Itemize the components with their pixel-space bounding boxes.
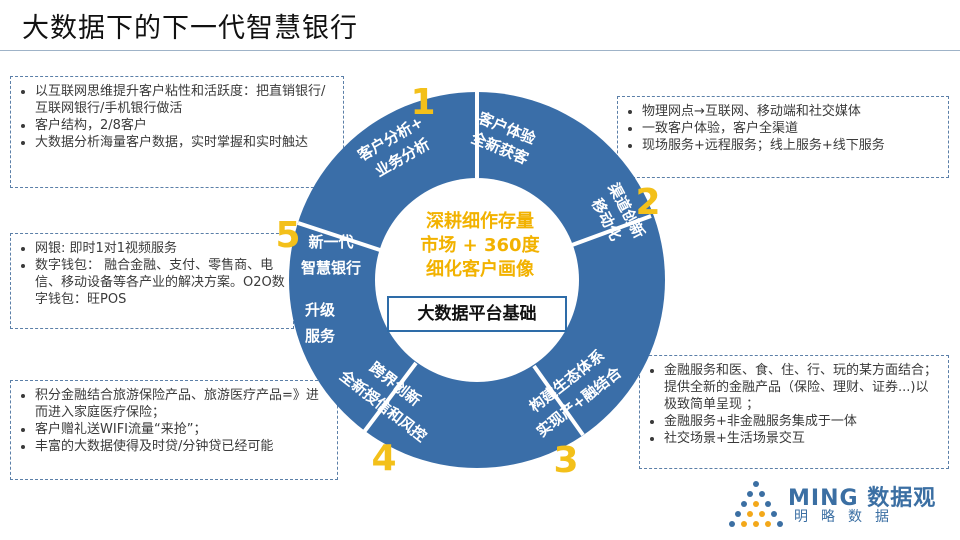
list-item: 数字钱包： 融合金融、支付、零售商、电信、移动设备等各产业的解决方案。O2O数字… [35, 257, 285, 308]
list-item: 一致客户体验，客户全渠道 [642, 120, 940, 137]
page-title: 大数据下的下一代智慧银行 [22, 13, 358, 44]
list-item: 以互联网思维提升客户粘性和活跃度：把直销银行/互联网银行/手机银行做活 [35, 83, 335, 117]
list-item: 客户结构，2/8客户 [35, 117, 335, 134]
box-top-left: 以互联网思维提升客户粘性和活跃度：把直销银行/互联网银行/手机银行做活 客户结构… [10, 76, 344, 188]
list-item: 网银: 即时1对1视频服务 [35, 240, 285, 257]
logo-text-bottom: 明略数据 [794, 509, 902, 525]
box-top-right: 物理网点→互联网、移动端和社交媒体 一致客户体验，客户全渠道 现场服务+远程服务… [617, 96, 949, 178]
step-number-3: 3 [553, 440, 578, 481]
center-line-3: 细化客户画像 [426, 258, 535, 280]
list-item: 客户赠礼送WIFI流量“来抢”； [35, 421, 329, 438]
step-number-4: 4 [371, 438, 396, 479]
logo-text-top: MING 数据观 [788, 486, 937, 511]
segment-5-line-1: 新一代 [308, 233, 353, 251]
list-item: 大数据分析海量客户数据，实时掌握和实时触达 [35, 134, 335, 151]
logo-triangle-icon [729, 481, 783, 527]
list-item: 金融服务+非金融服务集成于一体 [664, 413, 940, 430]
step-number-2: 2 [635, 182, 660, 223]
box-bottom-right: 金融服务和医、食、住、行、玩的某方面结合；提供全新的金融产品（保险、理财、证券.… [639, 355, 949, 469]
segment-5-line-2: 智慧银行 [301, 259, 361, 277]
extra-2-line-1: 升级 [305, 301, 336, 319]
list-item: 现场服务+远程服务；线上服务+线下服务 [642, 137, 940, 154]
step-number-1: 1 [410, 82, 435, 123]
ring-separator [571, 214, 652, 247]
ring-separator [297, 221, 381, 252]
list-item: 社交场景+生活场景交互 [664, 430, 940, 447]
list-item: 丰富的大数据使得及时贷/分钟贷已经可能 [35, 438, 329, 455]
box-bottom-left: 积分金融结合旅游保险产品、旅游医疗产品=》进而进入家庭医疗保险； 客户赠礼送WI… [10, 380, 338, 480]
ring-separator [362, 361, 418, 434]
list-item: 积分金融结合旅游保险产品、旅游医疗产品=》进而进入家庭医疗保险； [35, 387, 329, 421]
box-mid-left: 网银: 即时1对1视频服务 数字钱包： 融合金融、支付、零售商、电信、移动设备等… [10, 233, 294, 329]
ring-inner [375, 178, 579, 382]
logo: MING 数据观 明略数据 [728, 478, 948, 530]
ring-separator [532, 364, 585, 437]
title-divider [0, 50, 960, 51]
center-line-2: 市场 + 360度 [420, 234, 540, 256]
step-number-5: 5 [275, 215, 300, 256]
extra-2-line-2: 服务 [305, 327, 336, 345]
center-line-1: 深耕细作存量 [426, 210, 534, 232]
list-item: 金融服务和医、食、住、行、玩的某方面结合；提供全新的金融产品（保险、理财、证券.… [664, 362, 940, 413]
platform-label: 大数据平台基础 [387, 296, 567, 332]
list-item: 物理网点→互联网、移动端和社交媒体 [642, 103, 940, 120]
